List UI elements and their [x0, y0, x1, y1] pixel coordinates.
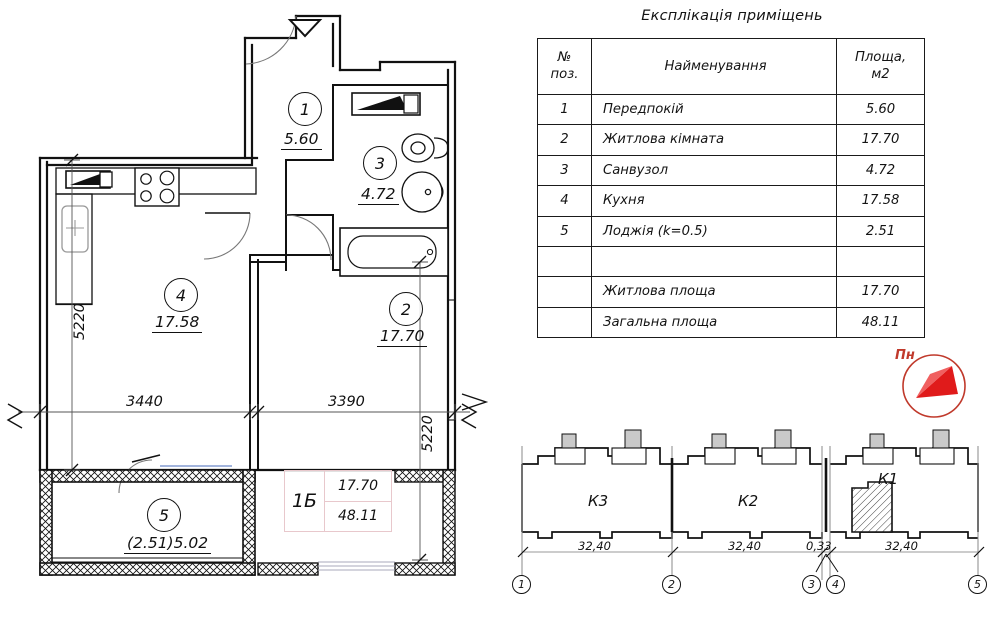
keyplan-dim-4: 32,40: [885, 539, 918, 553]
header-area-line1: Площа,: [854, 50, 907, 65]
header-area: Площа, м2: [836, 38, 925, 95]
room-badge-2: 2: [389, 292, 423, 326]
room-area-5: (2.51)5.02: [124, 534, 212, 554]
header-area-line2: м2: [871, 66, 890, 82]
dimension-kitchen-height: 5220: [72, 303, 88, 340]
cell-name: Лоджія (k=0.5): [591, 215, 837, 247]
apartment-summary-box: 1Б 17.70 48.11: [284, 470, 392, 532]
keyplan-axis-4: 4: [826, 575, 845, 594]
keyplan-axis-1: 1: [512, 575, 531, 594]
dimension-room-width: 3390: [328, 394, 365, 410]
room-area-3: 4.72: [358, 185, 399, 205]
cell-name: Санвузол: [591, 154, 837, 187]
cell-number: 5: [537, 215, 592, 247]
page-title: Експлікація приміщень: [641, 8, 823, 24]
apartment-total-area: 48.11: [337, 508, 379, 525]
cell-area: [836, 245, 925, 278]
header-number: № поз.: [537, 38, 592, 95]
bathtub-icon: [339, 227, 449, 277]
keyplan-section-k1: К1: [878, 470, 899, 488]
room-area-4: 17.58: [152, 313, 203, 333]
apartment-type: 1Б: [285, 471, 325, 531]
keyplan-dim-1: 32,40: [578, 539, 611, 553]
room-area-1: 5.60: [281, 130, 322, 150]
table-header-row: № поз. Найменування Площа, м2: [537, 38, 925, 95]
sink-icon: [61, 205, 89, 253]
cell-number: [537, 306, 592, 339]
cell-number: 4: [537, 185, 592, 217]
cell-number: 2: [537, 124, 592, 156]
cell-name: Загальна площа: [591, 306, 837, 339]
cell-area: 4.72: [836, 154, 925, 187]
cell-area: 17.70: [836, 124, 925, 156]
header-name: Найменування: [591, 38, 837, 95]
table-row: [537, 245, 925, 278]
cell-number: [537, 276, 592, 308]
cell-number: 1: [537, 93, 592, 126]
cell-number: 3: [537, 154, 592, 187]
room-badge-3: 3: [363, 146, 397, 180]
keyplan-dim-2: 32,40: [728, 539, 761, 553]
cell-area: 17.58: [836, 185, 925, 217]
cell-number: [537, 245, 592, 278]
north-label: Пн: [895, 348, 915, 363]
cell-name: Житлова кімната: [591, 124, 837, 156]
cell-area: 2.51: [836, 215, 925, 247]
keyplan-section-k2: К2: [738, 492, 759, 510]
cell-name: Кухня: [591, 185, 837, 217]
cell-name: [591, 245, 837, 278]
room-area-2: 17.70: [377, 327, 428, 347]
header-number-line2: поз.: [550, 66, 579, 82]
cell-area: 48.11: [836, 306, 925, 339]
north-arrow-icon: [902, 354, 966, 418]
entry-arrow-icon: [287, 19, 323, 38]
key-plan-diagram: [517, 429, 985, 580]
keyplan-section-k3: К3: [588, 492, 609, 510]
toilet-icon: [401, 133, 449, 163]
keyplan-axis-5: 5: [968, 575, 987, 594]
cell-area: 5.60: [836, 93, 925, 126]
room-badge-1: 1: [288, 92, 322, 126]
keyplan-dim-3: 0,33: [806, 539, 832, 553]
highlighted-apartment: [851, 481, 893, 533]
cell-name: Житлова площа: [591, 276, 837, 308]
stove-icon: [134, 167, 180, 207]
dimension-kitchen-width: 3440: [126, 394, 163, 410]
keyplan-axis-2: 2: [662, 575, 681, 594]
apartment-living-area: 17.70: [325, 471, 391, 502]
header-number-line1: №: [557, 50, 572, 65]
dimension-room-height: 5220: [420, 415, 436, 452]
sink-bathroom-icon: [401, 171, 444, 213]
floor-plan-drawing: [6, 14, 489, 576]
cell-area: 17.70: [836, 276, 925, 308]
room-badge-4: 4: [164, 278, 198, 312]
room-badge-5: 5: [147, 498, 181, 532]
keyplan-axis-3: 3: [802, 575, 821, 594]
cell-name: Передпокій: [591, 93, 837, 126]
